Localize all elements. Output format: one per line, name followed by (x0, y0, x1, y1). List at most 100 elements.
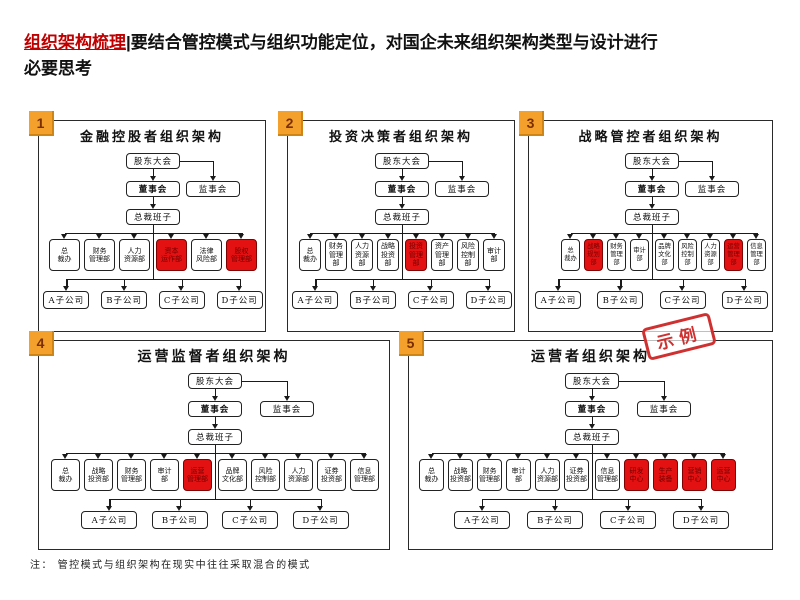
connector-line (592, 389, 594, 396)
dept-node: 法律 风险部 (191, 239, 222, 271)
connector-arrow (246, 506, 253, 511)
dept-node: 审计 部 (483, 239, 505, 271)
subsidiary-node: D子公司 (721, 291, 768, 309)
connector-line (462, 161, 464, 176)
dept-node: 证券 投资部 (317, 459, 346, 491)
connector-arrow (567, 234, 573, 239)
node-president-team: 总裁班子 (625, 209, 679, 225)
dept-node-highlighted: 股权 管理部 (226, 239, 257, 271)
connector-line (109, 499, 321, 501)
subsidiary-node: C子公司 (222, 511, 279, 529)
dept-node-highlighted: 研发 中心 (624, 459, 649, 491)
panel-number-badge: 5 (399, 331, 424, 356)
connector-arrow (131, 234, 137, 239)
dept-node: 证券 投资部 (564, 459, 589, 491)
footnote: 注： 管控模式与组织架构在现实中往往采取混合的模式 (30, 560, 311, 571)
connector-line (373, 279, 375, 286)
connector-arrow (306, 234, 313, 239)
connector-arrow (684, 234, 690, 239)
connector-arrow (295, 454, 301, 459)
node-supervisory-board: 监事会 (435, 181, 489, 197)
subsidiary-node: C子公司 (158, 291, 205, 309)
connector-line (180, 161, 213, 163)
org-chart: 股东大会董事会监事会总裁班子总 裁办战略 规划部财务 管理部审计 部品牌 文化部… (529, 121, 772, 331)
connector-arrow (211, 396, 218, 401)
dept-node: 总 裁办 (419, 459, 444, 491)
connector-line (179, 499, 181, 506)
connector-line (153, 225, 155, 279)
dept-node-highlighted: 营销 中心 (682, 459, 707, 491)
connector-arrow (369, 286, 376, 291)
connector-arrow (753, 234, 759, 239)
slide-title: 组织架构梳理|要结合管控模式与组织功能定位，对国企未来组织架构类型与设计进行 必… (24, 30, 790, 83)
node-board-of-directors: 董事会 (126, 181, 180, 197)
connector-arrow (209, 176, 216, 181)
dept-node-highlighted: 运营 管理部 (183, 459, 212, 491)
connector-arrow (203, 234, 209, 239)
dept-node: 审计 部 (150, 459, 179, 491)
connector-line (558, 279, 745, 281)
subsidiary-node: B子公司 (151, 511, 208, 529)
dept-node: 审计 部 (506, 459, 531, 491)
connector-line (628, 499, 630, 506)
node-board-of-directors: 董事会 (188, 401, 242, 417)
subsidiary-node: B子公司 (350, 291, 397, 309)
org-chart: 股东大会董事会监事会总裁班子总 裁办财务 管理部人力 资源部资本 运作部法律 风… (39, 121, 265, 331)
dept-node-highlighted: 投资 管理部 (405, 239, 427, 271)
connector-line (215, 389, 217, 396)
connector-line (712, 161, 714, 176)
dept-node: 审计 部 (630, 239, 649, 271)
connector-arrow (438, 234, 445, 239)
connector-line (570, 233, 757, 235)
panel-number-badge: 3 (519, 111, 544, 136)
connector-arrow (149, 204, 156, 209)
node-shareholders-meeting: 股东大会 (625, 153, 679, 169)
connector-arrow (544, 454, 550, 459)
dept-node: 人力 资源部 (119, 239, 150, 271)
connector-arrow (707, 234, 713, 239)
connector-arrow (588, 424, 595, 429)
connector-arrow (62, 286, 69, 291)
connector-arrow (238, 234, 244, 239)
connector-arrow (105, 506, 112, 511)
node-shareholders-meeting: 股东大会 (565, 373, 619, 389)
dept-node: 风险 控制部 (457, 239, 479, 271)
connector-arrow (398, 204, 405, 209)
subsidiary-node: C子公司 (600, 511, 656, 529)
connector-arrow (636, 234, 642, 239)
connector-arrow (720, 454, 726, 459)
connector-arrow (515, 454, 521, 459)
connector-line (652, 225, 654, 279)
dept-node: 战略 投资部 (448, 459, 473, 491)
connector-arrow (573, 454, 579, 459)
dept-node: 总 裁办 (561, 239, 580, 271)
connector-arrow (358, 234, 365, 239)
connector-arrow (616, 286, 623, 291)
connector-arrow (590, 234, 596, 239)
panel-investment-decider: 2 投资决策者组织架构 股东大会董事会监事会总裁班子总 裁办财务 管理部人力 资… (278, 111, 515, 332)
dept-node: 战略 投资部 (84, 459, 113, 491)
connector-arrow (624, 506, 631, 511)
connector-arrow (551, 506, 558, 511)
connector-line (64, 233, 242, 235)
panel-operator: 5 运营者组织架构 股东大会董事会监事会总裁班子总 裁办战略 投资部财务 管理部… (399, 331, 773, 550)
connector-arrow (229, 454, 235, 459)
connector-arrow (283, 396, 290, 401)
connector-line (652, 197, 654, 204)
connector-arrow (176, 506, 183, 511)
connector-line (181, 279, 184, 286)
connector-arrow (311, 286, 318, 291)
connector-line (429, 161, 462, 163)
connector-arrow (490, 234, 497, 239)
dept-node: 人力 资源部 (701, 239, 720, 271)
dept-node: 财务 管理部 (117, 459, 146, 491)
subsidiary-node: A子公司 (292, 291, 339, 309)
connector-arrow (168, 234, 174, 239)
dept-node: 信息 管理部 (747, 239, 766, 271)
subsidiary-node: D子公司 (216, 291, 263, 309)
dept-node: 风险 控制部 (251, 459, 280, 491)
connector-line (153, 169, 155, 176)
connector-arrow (478, 506, 485, 511)
dept-node-highlighted: 资本 运作部 (156, 239, 187, 271)
connector-arrow (412, 234, 419, 239)
